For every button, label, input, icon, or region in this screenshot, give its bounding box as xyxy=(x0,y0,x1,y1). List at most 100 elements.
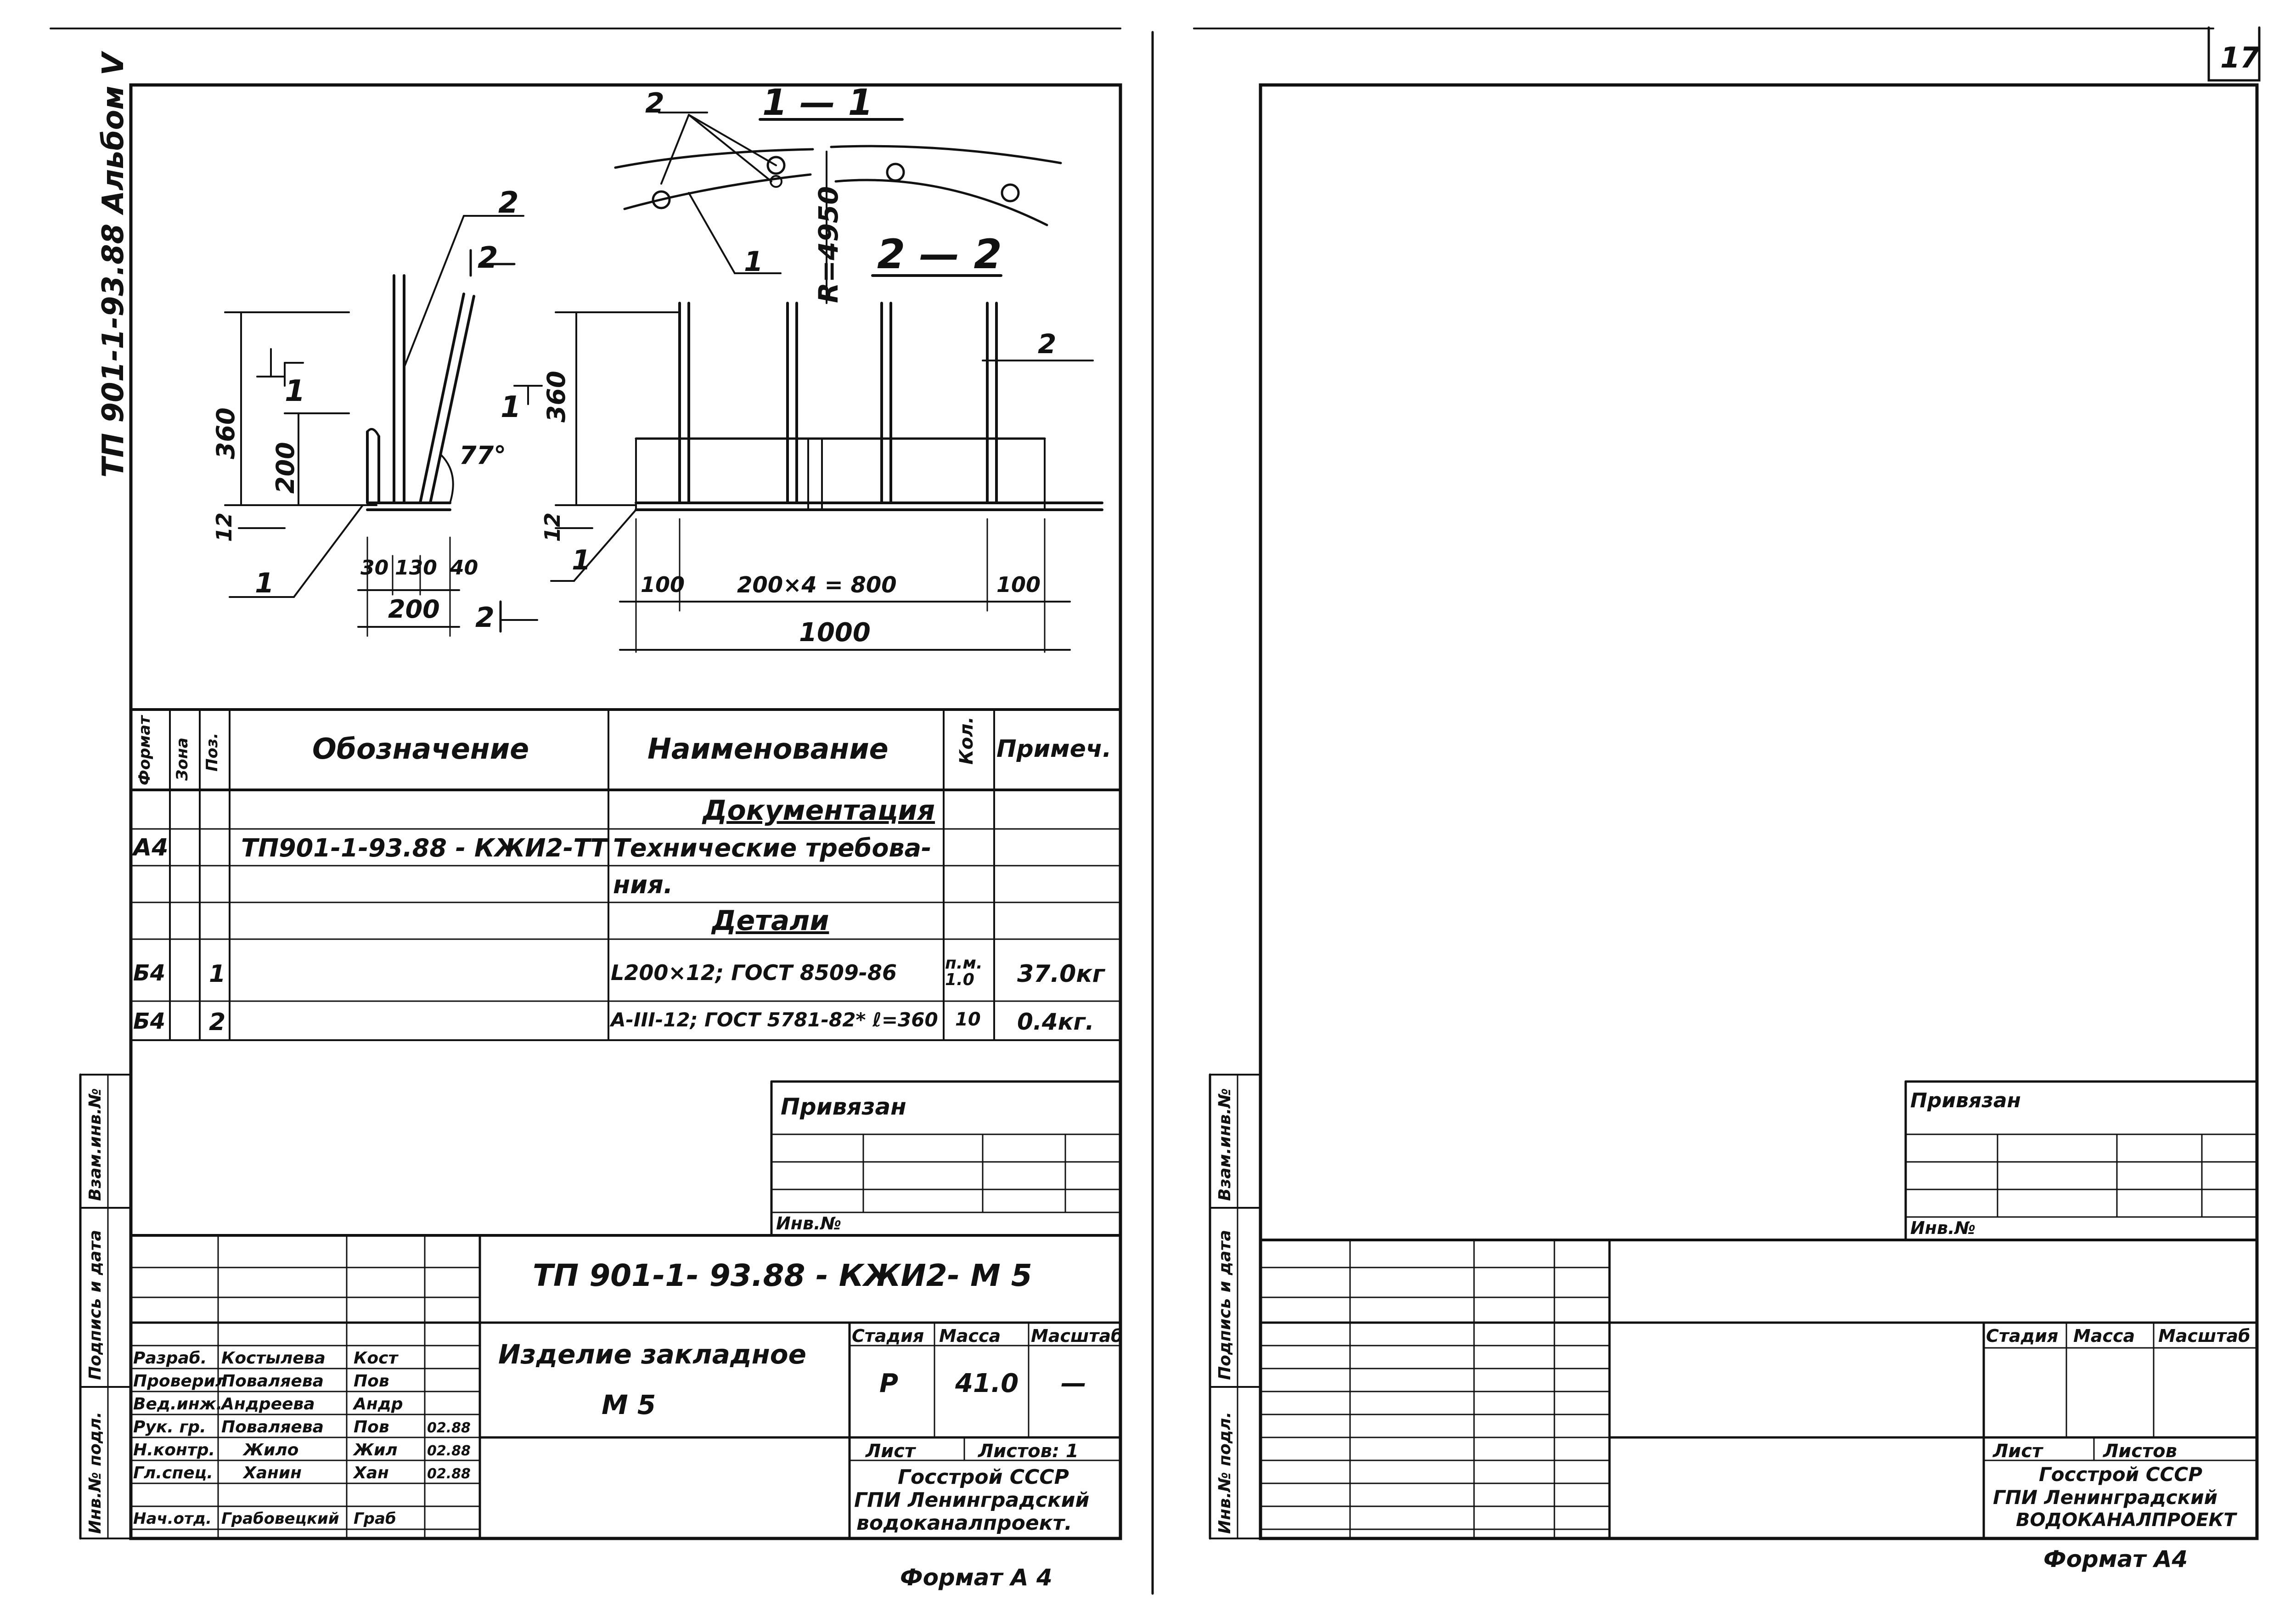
signer-role: Гл.спец. xyxy=(133,1464,213,1482)
spec-row-designation: ТП901-1-93.88 - КЖИ2-ТТ xyxy=(241,834,608,862)
spec-row-pos: 1 xyxy=(209,960,226,988)
signer-name: Жило xyxy=(243,1441,299,1459)
spec-row-name: А-III-12; ГОСТ 5781-82* ℓ=360 xyxy=(611,1008,938,1031)
spec-row-format: Б4 xyxy=(133,1008,165,1034)
spec-row-qty: п.м. 1.0 xyxy=(945,954,983,989)
spec-row-format: А4 xyxy=(133,834,169,862)
signer-sign: Жил xyxy=(354,1441,398,1459)
dim-200x4: 200×4 = 800 xyxy=(737,572,897,598)
spec-header-pos: Поз. xyxy=(203,732,221,772)
mass-header: Масса xyxy=(939,1326,1001,1346)
spec-header-note: Примеч. xyxy=(996,735,1112,763)
signer-sign: Андр xyxy=(354,1395,403,1414)
spec-header-name: Наименование xyxy=(647,732,889,766)
signer-role: Вед.инж. xyxy=(133,1395,223,1414)
signer-date: 02.88 xyxy=(427,1466,471,1482)
signer-sign: Кост xyxy=(354,1349,398,1368)
sheets-label-right: Листов xyxy=(2103,1441,2177,1462)
privyazan-label-right: Привязан xyxy=(1910,1089,2021,1112)
signer-name: Андреева xyxy=(221,1395,315,1414)
spec-header-format: Формат xyxy=(135,715,154,785)
signer-sign: Хан xyxy=(354,1464,389,1482)
cut-1-right-label: 1 xyxy=(501,390,521,424)
sheet-label-right: Лист xyxy=(1993,1441,2043,1462)
signer-date: 02.88 xyxy=(427,1443,471,1459)
dim-100-left: 100 xyxy=(641,572,685,597)
inv-no-label-right: Инв.№ xyxy=(1910,1218,1976,1238)
spec-header-designation: Обозначение xyxy=(312,732,529,766)
dim-12: 12 xyxy=(212,512,236,542)
cut-2-bottom-label: 2 xyxy=(475,602,495,634)
signer-date: 02.88 xyxy=(427,1420,471,1436)
sheets-label: Листов: 1 xyxy=(978,1441,1079,1462)
side-label-vzam-right: Взам.инв.№ xyxy=(1216,1088,1234,1201)
cut-2-top-label: 2 xyxy=(478,241,498,275)
side-label-podpis-right: Подпись и дата xyxy=(1216,1230,1234,1380)
sheet-label: Лист xyxy=(866,1441,916,1462)
spec-row-qty: 10 xyxy=(955,1009,981,1030)
album-label: ТП 901-1-93.88 Альбом V xyxy=(96,52,130,478)
org-line-2-right: ГПИ Ленинградский xyxy=(1993,1486,2218,1509)
stage-header-right: Стадия xyxy=(1986,1326,2059,1346)
spec-row-name: Технические требова- xyxy=(613,834,932,862)
org-line-3-right: ВОДОКАНАЛПРОЕКТ xyxy=(2016,1510,2236,1531)
mass-header-right: Масса xyxy=(2073,1326,2135,1346)
scale-header: Масштаб xyxy=(1031,1326,1123,1346)
org-line-1-right: Госстрой СССР xyxy=(2039,1463,2202,1486)
inv-no-label: Инв.№ xyxy=(776,1213,842,1234)
dim-200: 200 xyxy=(271,442,300,494)
side-label-podpis: Подпись и дата xyxy=(86,1230,105,1380)
signer-role: Разраб. xyxy=(133,1349,207,1368)
dim-40: 40 xyxy=(450,556,478,580)
org-line-3: водоканалпроект. xyxy=(856,1511,1072,1535)
signer-role: Н.контр. xyxy=(133,1441,215,1459)
signer-name: Поваляева xyxy=(221,1418,324,1437)
spec-row-documentation: Документация xyxy=(703,794,935,827)
mass-value: 41.0 xyxy=(955,1369,1019,1398)
org-line-2: ГПИ Ленинградский xyxy=(854,1488,1090,1512)
signer-sign: Пов xyxy=(354,1418,389,1437)
dim-1000: 1000 xyxy=(799,618,871,648)
item-mark: М 5 xyxy=(602,1389,656,1420)
section-1-label: 1 — 1 xyxy=(762,82,873,124)
pos-1-section-label: 1 xyxy=(744,246,763,278)
side-label-vzam: Взам.инв.№ xyxy=(86,1088,105,1201)
angle-label: 77° xyxy=(459,441,506,470)
spec-row-name-cont: ния. xyxy=(613,870,673,899)
spec-header-qty: Кол. xyxy=(956,716,977,765)
page-number: 17 xyxy=(2220,41,2260,74)
radius-label: R=4950 xyxy=(813,186,844,303)
signer-name: Ханин xyxy=(243,1464,302,1482)
spec-header-zone: Зона xyxy=(173,738,191,781)
format-label-right: Формат А4 xyxy=(2043,1546,2188,1572)
dim-30: 30 xyxy=(360,556,389,580)
doc-code: ТП 901-1- 93.88 - КЖИ2- М 5 xyxy=(533,1258,1032,1293)
spec-row-details: Детали xyxy=(712,905,829,937)
spec-row-format: Б4 xyxy=(133,960,165,986)
dim-100-right: 100 xyxy=(996,572,1041,597)
cut-1-label: 1 xyxy=(285,374,305,408)
signer-role: Проверил xyxy=(133,1372,228,1391)
pos-1-bottom-label: 1 xyxy=(255,567,274,599)
spec-row-note: 37.0кг xyxy=(1017,960,1105,988)
signer-role: Рук. гр. xyxy=(133,1418,206,1437)
signer-role: Нач.отд. xyxy=(133,1510,212,1528)
item-name: Изделие закладное xyxy=(498,1339,806,1370)
scale-header-right: Масштаб xyxy=(2158,1326,2251,1346)
side-label-inv-podl: Инв.№ подл. xyxy=(86,1411,105,1534)
privyazan-label: Привязан xyxy=(781,1093,906,1120)
spec-row-name: L200×12; ГОСТ 8509-86 xyxy=(611,960,897,985)
signer-sign: Граб xyxy=(354,1510,396,1528)
org-line-1: Госстрой СССР xyxy=(898,1465,1069,1489)
side-label-inv-podl-right: Инв.№ подл. xyxy=(1216,1411,1234,1534)
signer-name: Костылева xyxy=(221,1349,326,1368)
section-2-label: 2 — 2 xyxy=(877,231,1002,278)
format-label-left: Формат А 4 xyxy=(900,1564,1052,1591)
spec-row-pos: 2 xyxy=(209,1008,226,1036)
scale-value: — xyxy=(1061,1369,1086,1398)
dim-12-2: 12 xyxy=(540,512,565,542)
pos-1-2-2-label: 1 xyxy=(572,544,591,576)
spec-row-note: 0.4кг. xyxy=(1017,1008,1094,1035)
dim-130: 130 xyxy=(395,556,437,580)
signer-name: Грабовецкий xyxy=(221,1510,339,1528)
